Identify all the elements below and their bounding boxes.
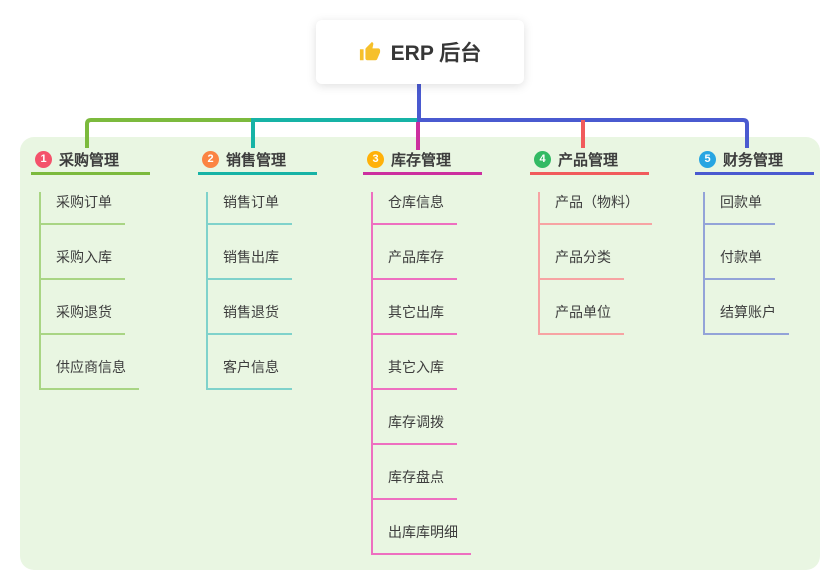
child-node[interactable]: 销售出库 xyxy=(208,247,292,280)
child-node[interactable]: 仓库信息 xyxy=(373,192,457,225)
branch-title: 销售管理 xyxy=(226,151,287,169)
branch-number-badge: 4 xyxy=(534,150,551,168)
child-node[interactable]: 出库库明细 xyxy=(373,522,471,555)
child-node[interactable]: 产品库存 xyxy=(373,247,457,280)
branch-children: 仓库信息产品库存其它出库其它入库库存调拨库存盘点出库库明细 xyxy=(371,192,482,555)
branch: 2 销售管理 销售订单销售出库销售退货客户信息 xyxy=(198,146,317,390)
branch-title: 库存管理 xyxy=(391,151,452,169)
branch-children: 采购订单采购入库采购退货供应商信息 xyxy=(39,192,150,390)
branch-number-badge: 5 xyxy=(699,150,716,168)
branch-children: 回款单付款单结算账户 xyxy=(703,192,814,335)
child-node[interactable]: 库存盘点 xyxy=(373,467,457,500)
child-node[interactable]: 回款单 xyxy=(705,192,775,225)
child-node[interactable]: 库存调拨 xyxy=(373,412,457,445)
child-node[interactable]: 其它出库 xyxy=(373,302,457,335)
child-node[interactable]: 产品（物料） xyxy=(540,192,652,225)
branch: 3 库存管理 仓库信息产品库存其它出库其它入库库存调拨库存盘点出库库明细 xyxy=(363,146,482,555)
child-node[interactable]: 销售退货 xyxy=(208,302,292,335)
branch: 1 采购管理 采购订单采购入库采购退货供应商信息 xyxy=(31,146,150,390)
child-node[interactable]: 供应商信息 xyxy=(41,357,139,390)
branch: 4 产品管理 产品（物料） 产品分类产品单位 xyxy=(530,146,652,335)
root-label: ERP 后台 xyxy=(390,42,482,65)
branch: 5 财务管理 回款单付款单结算账户 xyxy=(695,146,814,335)
branch-number-badge: 3 xyxy=(367,150,384,168)
branch-number-badge: 2 xyxy=(202,150,219,168)
child-node[interactable]: 客户信息 xyxy=(208,357,292,390)
branch-title: 财务管理 xyxy=(723,151,784,169)
branch-title: 采购管理 xyxy=(59,151,120,169)
branch-node[interactable]: 3 库存管理 xyxy=(363,146,482,175)
child-node[interactable]: 其它入库 xyxy=(373,357,457,390)
child-node[interactable]: 结算账户 xyxy=(705,302,789,335)
child-node[interactable]: 产品分类 xyxy=(540,247,624,280)
child-node[interactable]: 销售订单 xyxy=(208,192,292,225)
branch-node[interactable]: 5 财务管理 xyxy=(695,146,814,175)
child-node[interactable]: 付款单 xyxy=(705,247,775,280)
branch-node[interactable]: 4 产品管理 xyxy=(530,146,649,175)
branches-panel xyxy=(20,137,820,570)
branch-title: 产品管理 xyxy=(558,151,619,169)
child-node[interactable]: 采购订单 xyxy=(41,192,125,225)
branch-children: 销售订单销售出库销售退货客户信息 xyxy=(206,192,317,390)
branch-number-badge: 1 xyxy=(35,150,52,168)
branch-node[interactable]: 2 销售管理 xyxy=(198,146,317,175)
branch-children: 产品（物料） 产品分类产品单位 xyxy=(538,192,652,335)
child-node[interactable]: 采购退货 xyxy=(41,302,125,335)
branch-node[interactable]: 1 采购管理 xyxy=(31,146,150,175)
thumbs-up-icon xyxy=(359,41,381,63)
child-node[interactable]: 采购入库 xyxy=(41,247,125,280)
root-node[interactable]: ERP 后台 xyxy=(316,20,524,84)
child-node[interactable]: 产品单位 xyxy=(540,302,624,335)
